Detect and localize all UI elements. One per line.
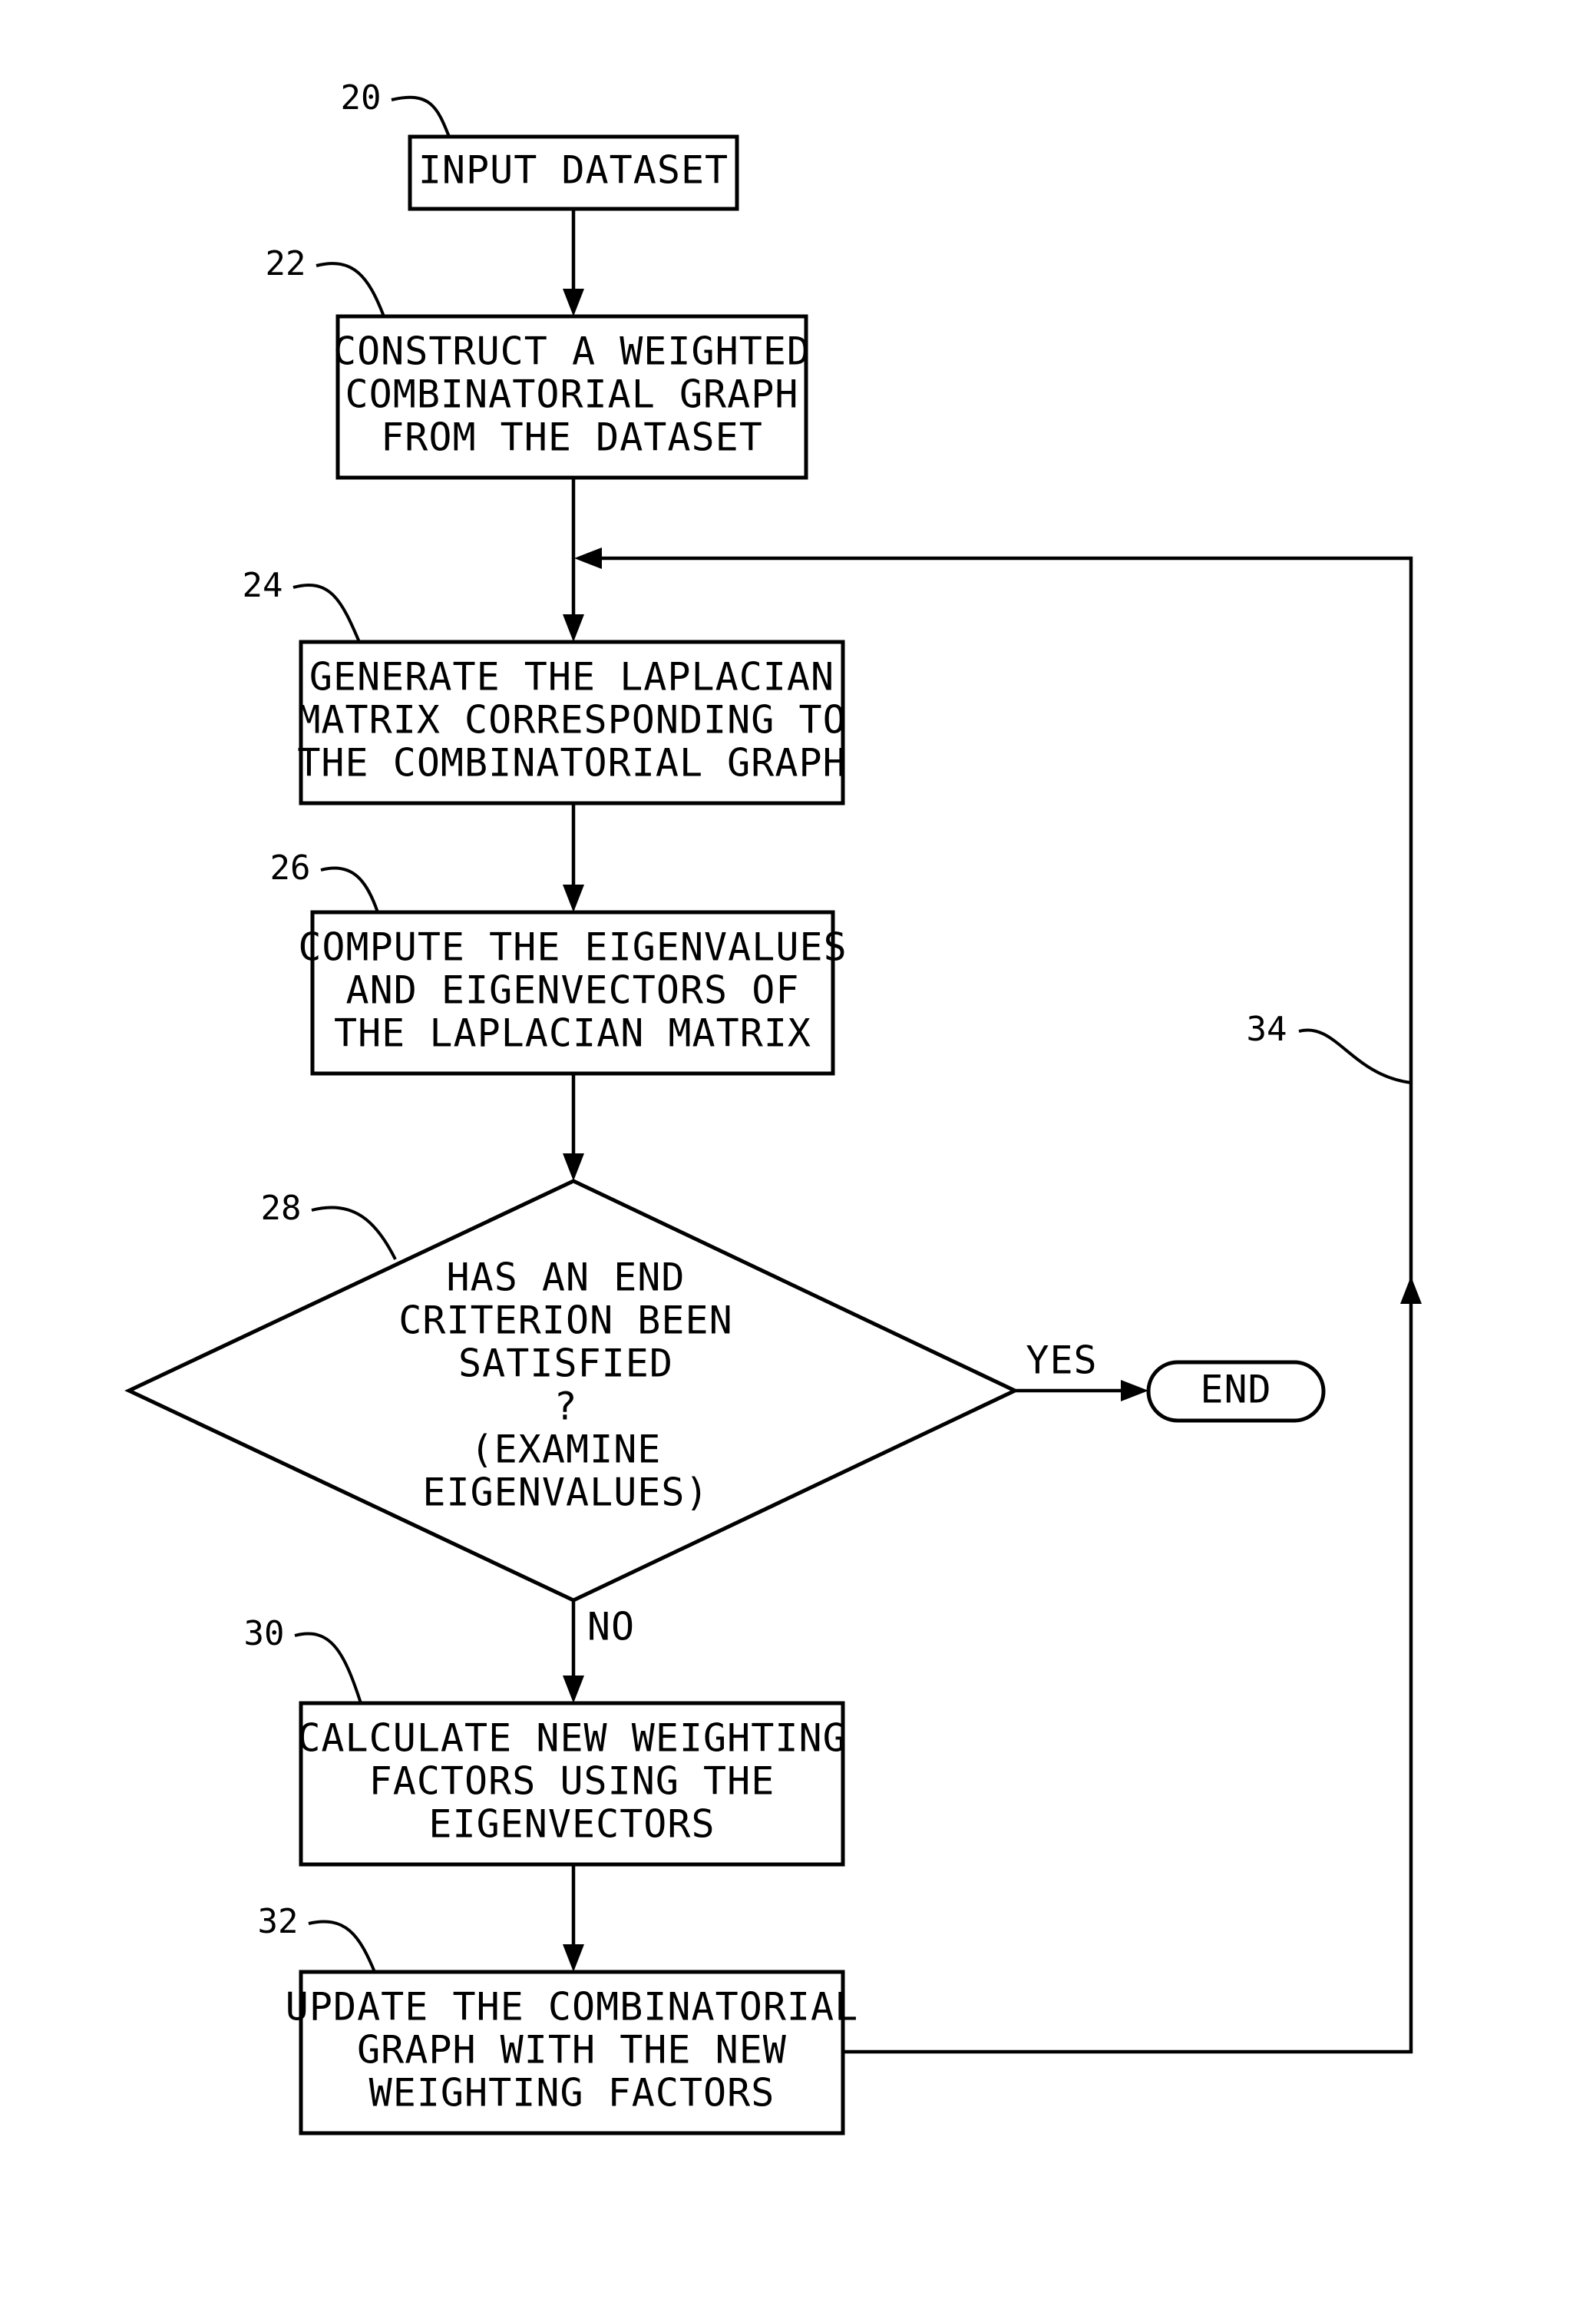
step-20-line-1: INPUT DATASET (418, 148, 729, 193)
step-28-line-1: HAS AN END (446, 1255, 685, 1300)
ref-22: 22 (266, 244, 306, 283)
step-28-line-5: (EXAMINE (471, 1427, 662, 1472)
arrowhead-into-32 (563, 1944, 584, 1972)
step-28-line-3: SATISFIED (458, 1341, 673, 1386)
step-32-line-2: GRAPH WITH THE NEW (357, 2028, 787, 2073)
leader-28 (312, 1207, 395, 1259)
leader-26 (321, 868, 378, 912)
arrowhead-loop-upward (1400, 1276, 1422, 1304)
step-24-line-3: THE COMBINATORIAL GRAPH (297, 741, 846, 786)
step-28-line-2: CRITERION BEEN (398, 1298, 732, 1343)
step-26-line-2: AND EIGENVECTORS OF (346, 968, 800, 1013)
ref-28: 28 (261, 1189, 302, 1228)
yes-label: YES (1026, 1338, 1097, 1383)
leader-24 (293, 585, 359, 642)
step-30-line-2: FACTORS USING THE (369, 1759, 775, 1804)
step-24-line-1: GENERATE THE LAPLACIAN (309, 655, 834, 700)
ref-34: 34 (1247, 1010, 1287, 1049)
arrowhead-into-24 (563, 614, 584, 642)
step-28-line-4: ? (553, 1384, 577, 1429)
arrowhead-into-end (1121, 1380, 1148, 1401)
ref-32: 32 (258, 1902, 299, 1941)
step-26-line-1: COMPUTE THE EIGENVALUES (298, 925, 847, 970)
end-label: END (1200, 1368, 1271, 1412)
leader-20 (392, 98, 449, 137)
step-30-line-3: EIGENVECTORS (428, 1802, 715, 1847)
arrowhead-into-22 (563, 289, 584, 316)
step-26-line-3: THE LAPLACIAN MATRIX (334, 1011, 811, 1056)
arrowhead-into-28 (563, 1153, 584, 1181)
step-32-line-1: UPDATE THE COMBINATORIAL (286, 1985, 858, 2030)
leader-22 (316, 263, 384, 316)
step-30-line-1: CALCULATE NEW WEIGHTING (297, 1716, 846, 1761)
leader-30 (295, 1634, 361, 1703)
ref-20: 20 (341, 78, 382, 117)
step-22-line-3: FROM THE DATASET (381, 415, 763, 460)
arrowhead-loop-into-main (574, 547, 602, 569)
leader-32 (309, 1921, 375, 1972)
arrowhead-into-26 (563, 885, 584, 912)
step-22-line-2: COMBINATORIAL GRAPH (345, 372, 799, 417)
step-22-line-1: CONSTRUCT A WEIGHTED (333, 329, 811, 374)
leader-34 (1299, 1030, 1411, 1083)
no-label: NO (587, 1605, 635, 1649)
step-24-line-2: MATRIX CORRESPONDING TO (297, 698, 846, 743)
ref-26: 26 (270, 849, 311, 888)
step-32-line-3: WEIGHTING FACTORS (369, 2071, 775, 2116)
ref-24: 24 (243, 566, 283, 605)
step-28-line-6: EIGENVALUES) (422, 1470, 709, 1515)
ref-30: 30 (244, 1614, 285, 1653)
arrowhead-into-30 (563, 1676, 584, 1703)
